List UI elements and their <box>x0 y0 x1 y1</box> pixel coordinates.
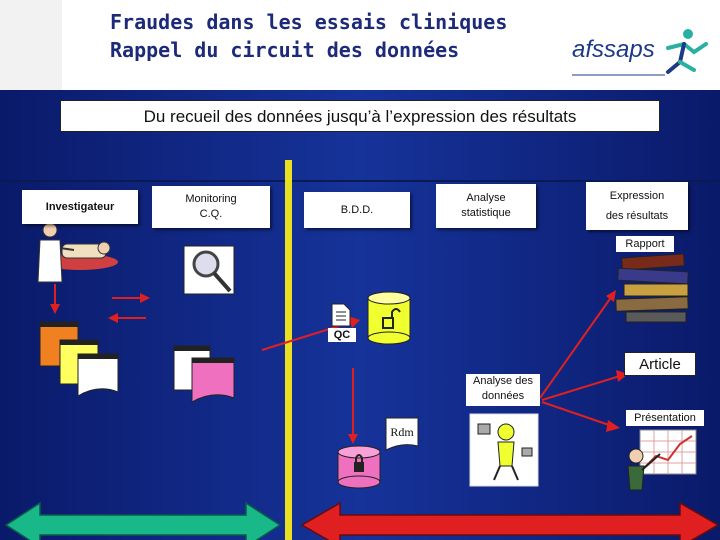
page-title: Fraudes dans les essais cliniques Rappel… <box>110 8 507 64</box>
label-article: Article <box>624 352 696 376</box>
label-analyse-donnees-line-2: données <box>481 390 525 402</box>
subtitle-text: Du recueil des données jusqu’à l’express… <box>143 107 577 126</box>
step-expression-label: Expression des résultats <box>606 186 668 226</box>
crf-documents-icon <box>39 321 119 397</box>
results-arrows-icon <box>539 290 628 432</box>
label-rapport: Rapport <box>616 236 674 252</box>
rdm-document-icon <box>385 417 419 451</box>
subtitle-box: Du recueil des données jusqu’à l’express… <box>60 100 660 132</box>
investigator-illustration-icon <box>37 222 118 283</box>
database-locked-icon <box>337 445 381 489</box>
label-qc-text: QC <box>333 329 351 341</box>
books-icon <box>615 253 689 323</box>
crf-copies-icon <box>173 345 235 403</box>
green-double-arrow <box>4 501 282 540</box>
header-accent <box>0 0 62 90</box>
step-analyse-line-1: Analyse <box>466 192 506 204</box>
label-rapport-text: Rapport <box>625 238 665 250</box>
label-presentation: Présentation <box>626 410 704 426</box>
logo-figure-icon <box>572 29 708 76</box>
step-expression-line-1: Expression <box>609 190 665 202</box>
logo-text: afssaps <box>572 36 655 63</box>
step-bdd: B.D.D. <box>304 192 410 228</box>
step-monitoring-line-2: C.Q. <box>199 208 223 220</box>
label-analyse-donnees: Analyse des données <box>466 374 540 406</box>
step-analyse-statistique: Analyse statistique <box>436 184 536 228</box>
label-article-text: Article <box>639 356 681 373</box>
step-expression: Expression des résultats <box>586 182 688 230</box>
step-bdd-label: B.D.D. <box>340 203 374 216</box>
step-investigateur-label: Investigateur <box>45 200 115 213</box>
step-monitoring-line-1: Monitoring <box>185 193 237 205</box>
label-rdm-text: Rdm <box>390 425 414 439</box>
label-analyse-donnees-line-1: Analyse des <box>473 375 533 387</box>
title-line-2: Rappel du circuit des données <box>110 38 460 62</box>
step-investigateur: Investigateur <box>22 190 138 224</box>
step-analyse-line-2: statistique <box>461 207 511 219</box>
title-line-1: Fraudes dans les essais cliniques <box>110 10 508 34</box>
label-qc: QC <box>328 328 356 342</box>
label-rdm: Rdm <box>388 424 416 440</box>
label-presentation-text: Présentation <box>634 412 696 424</box>
step-expression-line-2: des résultats <box>605 210 669 222</box>
yellow-divider <box>285 160 292 540</box>
arrow-to-database <box>261 321 353 351</box>
presenter-illustration-icon <box>627 429 697 491</box>
exchange-arrows-icon <box>108 293 150 323</box>
steps-divider <box>0 180 720 182</box>
red-double-arrow <box>300 501 720 540</box>
afssaps-logo: afssaps <box>572 36 655 64</box>
analyst-illustration-icon <box>469 413 539 487</box>
magnifier-icon <box>183 245 235 295</box>
document-icon <box>331 303 351 327</box>
header: Fraudes dans les essais cliniques Rappel… <box>0 0 720 90</box>
database-open-lock-icon <box>367 291 411 345</box>
step-analyse-label: Analyse statistique <box>461 191 511 221</box>
